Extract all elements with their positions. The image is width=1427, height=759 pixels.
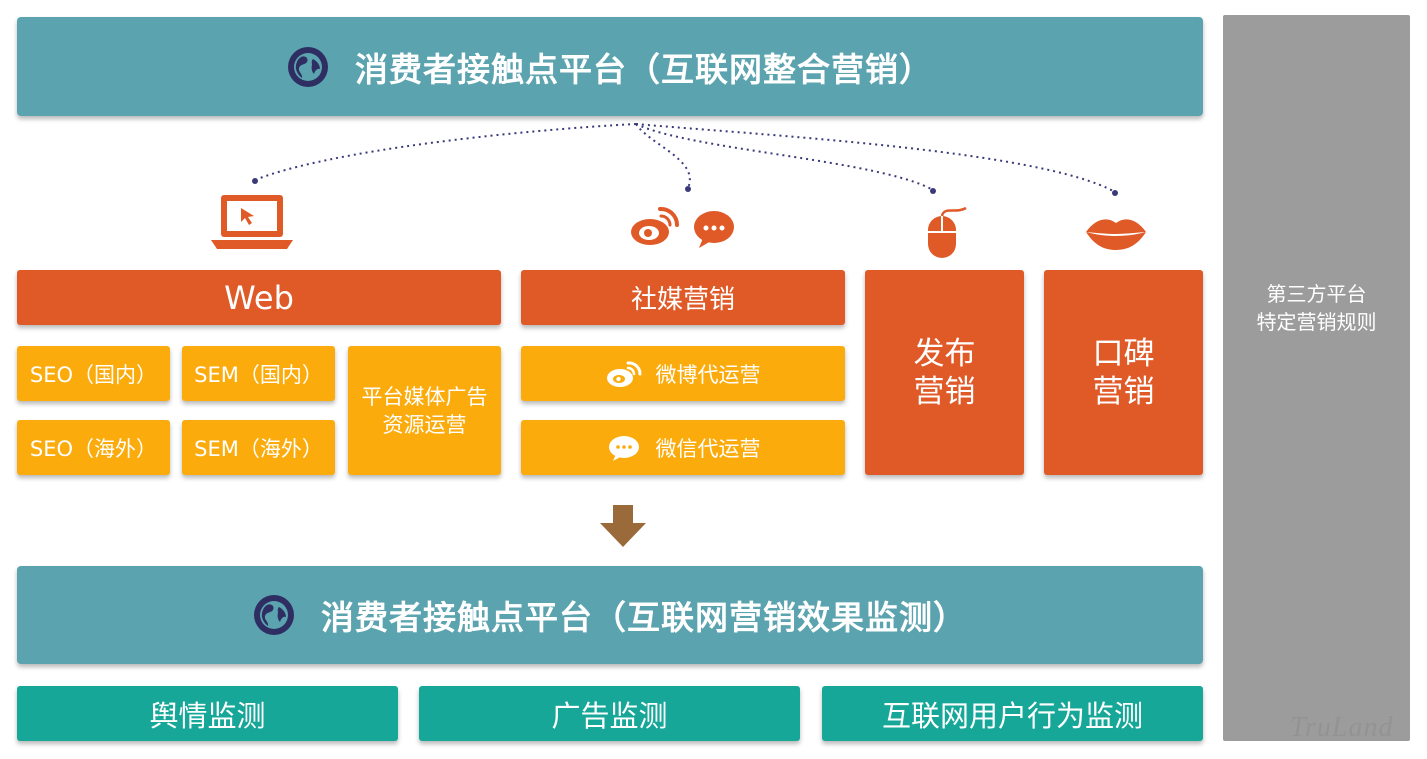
social-item-wechat: 微信代运营 — [521, 420, 845, 475]
wechat-icon — [694, 211, 734, 248]
monitor-ads: 广告监测 — [419, 686, 800, 741]
watermark-logo: TruLand — [1290, 712, 1394, 743]
bottom-banner: 消费者接触点平台（互联网营销效果监测） — [17, 566, 1203, 664]
web-header-label: Web — [224, 278, 294, 317]
web-resource-box: 平台媒体广告 资源运营 — [348, 346, 501, 475]
laptop-icon — [211, 195, 293, 249]
publish-marketing-line: 营销 — [913, 373, 976, 410]
web-item-label: SEM（国内） — [194, 362, 323, 387]
weibo-small-icon — [606, 360, 642, 387]
monitor-label: 舆情监测 — [149, 698, 266, 733]
web-item-label: SEO（国内） — [29, 362, 158, 387]
social-item-label: 微信代运营 — [655, 436, 761, 461]
down-arrow-icon — [600, 505, 646, 547]
third-party-sidebar: 第三方平台 特定营销规则 — [1223, 15, 1410, 741]
monitor-label: 互联网用户行为监测 — [881, 698, 1143, 733]
sidebar-line: 第三方平台 — [1266, 282, 1367, 306]
top-banner-title: 消费者接触点平台（互联网整合营销） — [355, 49, 933, 89]
web-item-label: SEM（海外） — [194, 436, 323, 461]
monitor-label: 广告监测 — [551, 698, 668, 733]
social-item-weibo: 微博代运营 — [521, 346, 845, 401]
monitor-user-behavior: 互联网用户行为监测 — [822, 686, 1203, 741]
web-item-label: SEO（海外） — [29, 436, 158, 461]
top-banner: 消费者接触点平台（互联网整合营销） — [17, 17, 1203, 116]
web-item-seo-domestic: SEO（国内） — [17, 346, 170, 401]
social-header: 社媒营销 — [521, 270, 845, 325]
globe-icon — [254, 595, 294, 635]
connector-lines — [252, 123, 1118, 196]
web-resource-line: 平台媒体广告 — [361, 384, 488, 409]
monitor-sentiment: 舆情监测 — [17, 686, 398, 741]
social-item-label: 微博代运营 — [655, 362, 761, 387]
sidebar-line: 特定营销规则 — [1256, 310, 1377, 334]
weibo-icon — [631, 207, 680, 245]
web-item-sem-overseas: SEM（海外） — [182, 420, 335, 475]
bottom-banner-title: 消费者接触点平台（互联网营销效果监测） — [321, 598, 967, 637]
web-item-seo-overseas: SEO（海外） — [17, 420, 170, 475]
wom-marketing-line: 营销 — [1092, 373, 1155, 410]
globe-icon — [288, 46, 328, 87]
mouse-icon — [928, 206, 967, 258]
wom-marketing-box: 口碑 营销 — [1044, 270, 1203, 475]
lips-icon — [1086, 219, 1146, 250]
wom-marketing-line: 口碑 — [1092, 335, 1155, 372]
publish-marketing-line: 发布 — [913, 335, 976, 372]
social-header-label: 社媒营销 — [630, 285, 735, 315]
wechat-small-icon — [608, 435, 639, 461]
web-header: Web — [17, 270, 501, 325]
web-resource-line: 资源运营 — [382, 412, 467, 437]
web-item-sem-domestic: SEM（国内） — [182, 346, 335, 401]
publish-marketing-box: 发布 营销 — [865, 270, 1024, 475]
